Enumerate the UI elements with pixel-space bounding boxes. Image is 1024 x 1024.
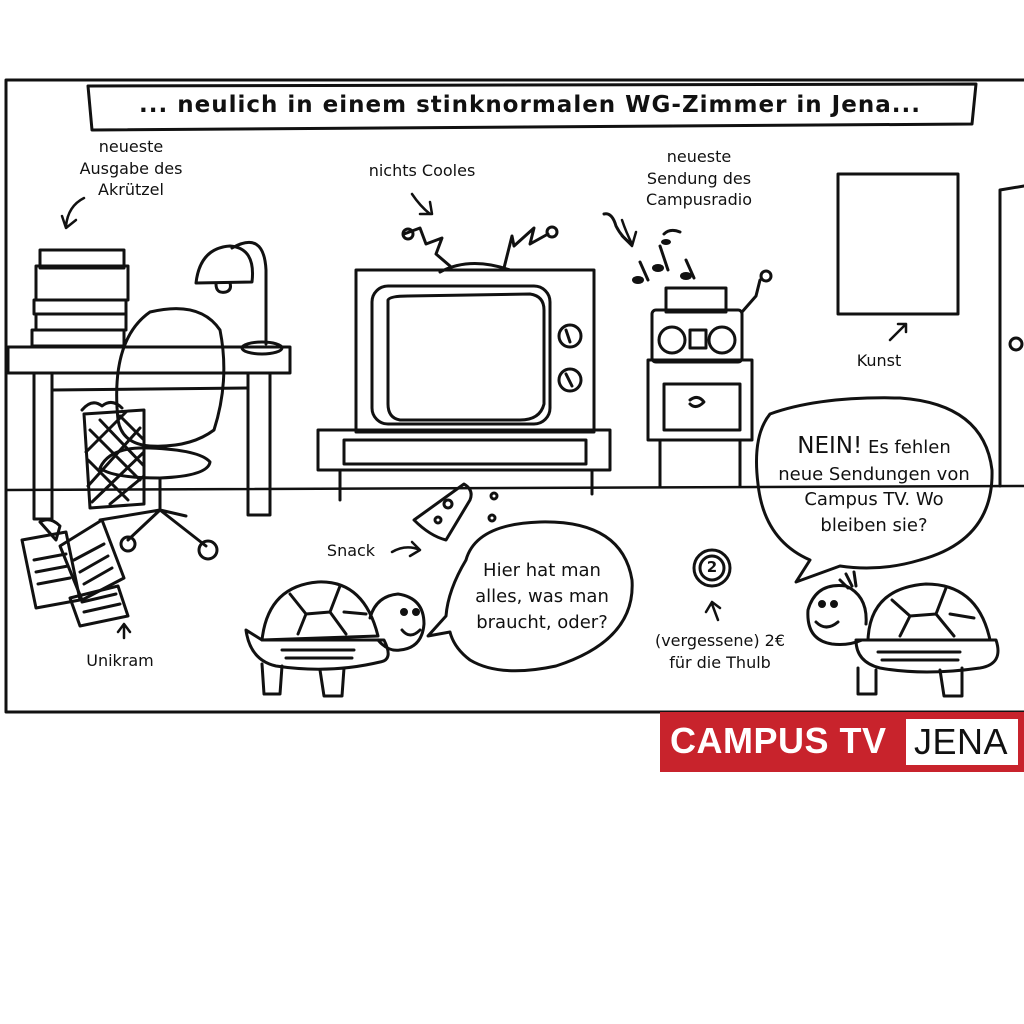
- logo-left-text: CAMPUS TV: [670, 720, 887, 761]
- label-nichts-cooles: nichts Cooles: [368, 161, 476, 180]
- speech-right-line: neue Sendungen von: [778, 464, 970, 486]
- logo-right-text: JENA: [914, 721, 1009, 762]
- speech-right-first: Es fehlen: [867, 437, 951, 458]
- door: [998, 184, 1024, 488]
- speech-right-text: NEIN! Es fehlen neue Sendungen von Campu…: [764, 430, 984, 538]
- label-akruetzel: neueste Ausgabe des Akrützel: [66, 136, 196, 201]
- label-campusradio: neueste Sendung des Campusradio: [634, 146, 764, 211]
- television: [316, 225, 612, 502]
- floor-line: [4, 484, 1024, 492]
- logo-right-box: JENA: [906, 719, 1018, 765]
- label-snack: Snack: [326, 541, 376, 560]
- label-akruetzel-line: Ausgabe des: [79, 158, 183, 178]
- label-thulb-line: (vergessene) 2€: [654, 631, 786, 650]
- campus-tv-logo: CAMPUS TV JENA: [660, 712, 1024, 772]
- label-campusradio-line: Sendung des: [646, 168, 752, 188]
- speech-right-emphasis: NEIN!: [797, 433, 863, 459]
- label-thulb-line: für die Thulb: [669, 652, 771, 672]
- desk-lamp: [194, 240, 284, 356]
- label-thulb: (vergessene) 2€ für die Thulb: [640, 630, 800, 673]
- speech-left-line: Hier hat man: [483, 560, 601, 581]
- label-akruetzel-line: Akrützel: [98, 180, 164, 200]
- radio-cabinet: [646, 358, 754, 488]
- desk: [6, 345, 292, 521]
- label-unikram: Unikram: [86, 651, 154, 670]
- speech-left-text: Hier hat man alles, was man braucht, ode…: [462, 558, 622, 636]
- label-arrows: [60, 192, 908, 640]
- label-campusradio-line: Campusradio: [646, 190, 752, 210]
- speech-right-line: Campus TV. Wo: [804, 489, 944, 511]
- speech-left-line: braucht, oder?: [476, 612, 608, 634]
- speech-bubble-left: [426, 520, 634, 673]
- office-chair: [98, 307, 226, 561]
- boombox: [650, 269, 773, 364]
- label-campusradio-line: neueste: [666, 147, 732, 166]
- speech-bubble-right: [755, 396, 994, 584]
- caption: ... neulich in einem stinknormalen WG-Zi…: [139, 92, 921, 118]
- speech-right-line: bleiben sie?: [820, 514, 928, 536]
- coin: [692, 548, 732, 588]
- coin-value: 2: [706, 558, 718, 576]
- label-kunst: Kunst: [856, 351, 902, 370]
- label-akruetzel-line: neueste: [98, 137, 164, 156]
- papers: [20, 518, 130, 628]
- book-stack: [30, 248, 130, 348]
- turtle-left: [244, 580, 426, 698]
- speech-right-first-line: NEIN! Es fehlen: [764, 430, 984, 462]
- turtle-right: [806, 570, 1000, 698]
- speech-left-line: alles, was man: [475, 586, 609, 608]
- art-frame: [836, 172, 960, 316]
- pizza-slice: [412, 482, 499, 542]
- music-notes: [602, 212, 696, 282]
- caption-box: [86, 82, 978, 132]
